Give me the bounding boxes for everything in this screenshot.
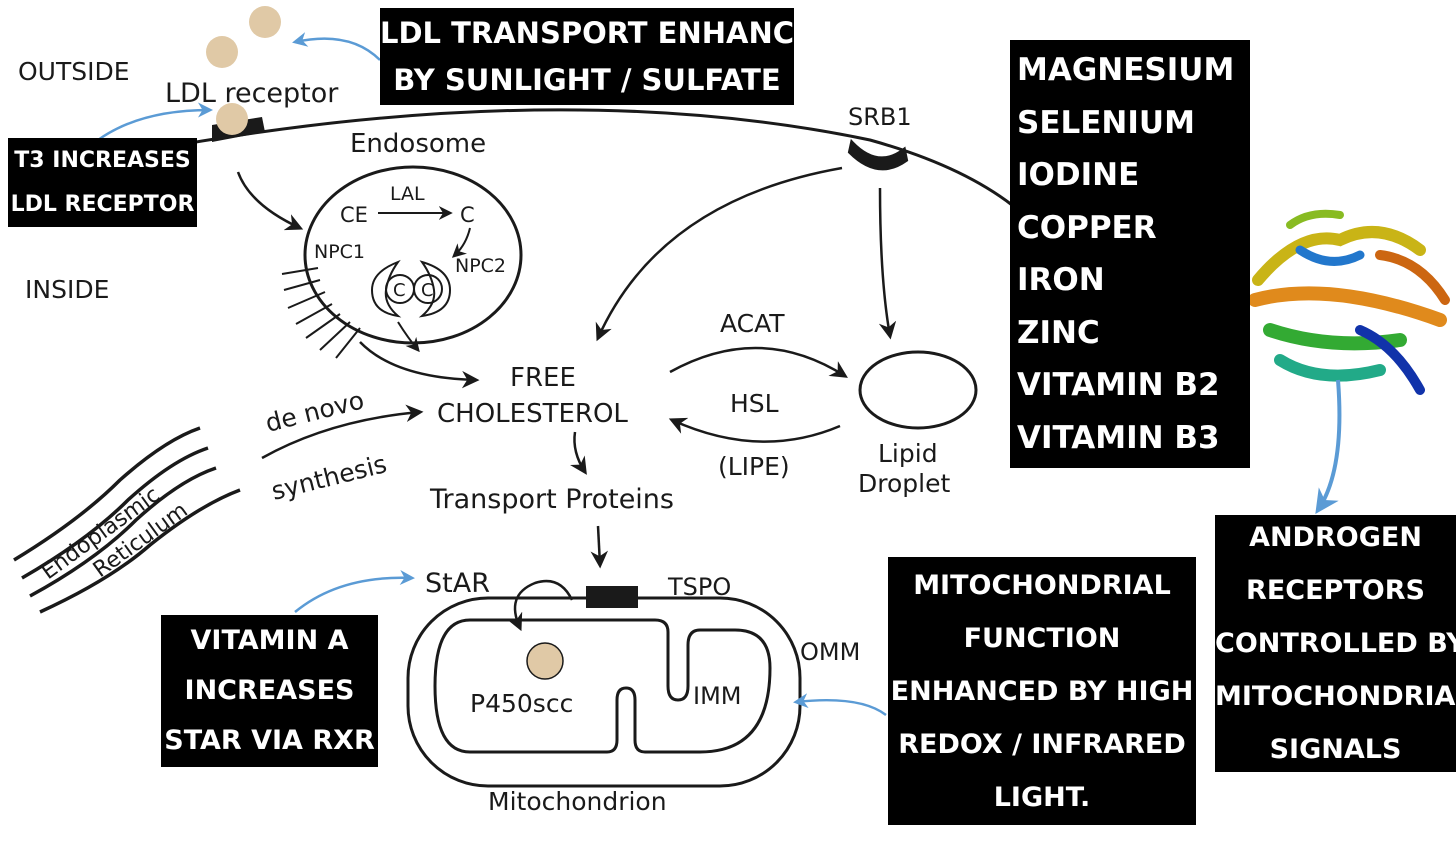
receptor-to-endosome-arrow [236, 171, 304, 231]
label-p450scc: P450scc [470, 689, 573, 718]
label-inside: INSIDE [25, 275, 109, 304]
star-arrow [506, 579, 574, 632]
label-lipe: (LIPE) [718, 452, 790, 481]
callout-ldl-transport-line-2: BY SUNLIGHT / SULFATE [393, 62, 781, 97]
callout-vitamin-a: VITAMIN A INCREASES STAR VIA RXR [161, 615, 378, 767]
callout-mitochondrial-line-5: LIGHT. [993, 781, 1091, 813]
c-to-npc2-arrow [451, 227, 471, 258]
callout-vitamin-a-line-3: STAR VIA RXR [164, 725, 375, 756]
ldl-particle-2 [206, 36, 238, 68]
label-outside: OUTSIDE [18, 57, 130, 86]
transport-to-tspo-arrow [590, 525, 609, 569]
label-transport-proteins: Transport Proteins [429, 484, 674, 515]
npc1-spikes [281, 267, 361, 359]
ldl-particle-3 [216, 103, 248, 135]
acat-arrow [669, 346, 848, 378]
callout-minerals-item: VITAMIN B3 [1017, 419, 1220, 456]
pointer-mitochondrial [793, 693, 887, 716]
label-de-novo: de novo [262, 385, 366, 437]
callout-t3-line-1: T3 INCREASES [14, 147, 191, 173]
label-srb1: SRB1 [848, 103, 912, 131]
label-lal: LAL [390, 183, 425, 205]
callout-minerals-item: MAGNESIUM [1017, 52, 1235, 88]
callout-mitochondrial-function: MITOCHONDRIAL FUNCTION ENHANCED BY HIGH … [888, 557, 1196, 825]
label-hsl: HSL [730, 389, 779, 418]
callout-minerals-item: SELENIUM [1017, 104, 1195, 141]
label-lipid: Lipid [878, 439, 938, 468]
pointer-vitamin-a [294, 570, 415, 613]
label-mitochondrion: Mitochondrion [488, 787, 667, 816]
endosome-to-free-cholesterol-arrow [359, 341, 480, 389]
label-droplet: Droplet [858, 469, 950, 498]
label-ce: CE [340, 203, 368, 227]
callout-minerals: MAGNESIUM SELENIUM IODINE COPPER IRON ZI… [1010, 40, 1250, 468]
srb1-to-lipid-droplet-arrow [878, 187, 897, 340]
label-endosome: Endosome [350, 129, 486, 159]
hsl-arrow [668, 417, 841, 443]
p450scc-enzyme [526, 642, 564, 680]
npc2-curl-right [418, 260, 452, 318]
label-omm: OMM [800, 638, 860, 666]
ldl-particle-1 [249, 6, 281, 38]
label-synthesis: synthesis [268, 449, 389, 506]
callout-vitamin-a-line-1: VITAMIN A [190, 625, 349, 656]
callout-androgen-line-2: RECEPTORS [1246, 575, 1425, 606]
callout-minerals-item: IODINE [1017, 157, 1140, 193]
label-free: FREE [510, 363, 576, 393]
label-c-inner-2: C [421, 280, 434, 301]
cholesterol-to-transport-arrow [570, 431, 587, 475]
callout-minerals-item: ZINC [1017, 314, 1100, 351]
callout-ldl-transport-line-1: LDL TRANSPORT ENHANCED [380, 15, 838, 50]
pointer-ldl-transport [292, 32, 381, 61]
lipid-droplet-shape [858, 350, 978, 430]
callout-androgen-line-3: CONTROLLED BY [1215, 628, 1456, 659]
endoplasmic-reticulum-shape [13, 426, 241, 614]
de-novo-synthesis-arrow [261, 404, 424, 460]
callout-androgen-line-5: SIGNALS [1269, 734, 1402, 765]
androgen-receptor-protein-illustration [1248, 209, 1450, 395]
label-imm: IMM [693, 682, 742, 710]
callout-androgen-line-4: MITOCHONDRIAL [1215, 681, 1456, 712]
label-tspo: TSPO [667, 573, 731, 601]
label-cholesterol: CHOLESTEROL [437, 399, 628, 429]
tspo-shape [586, 586, 638, 608]
npc2-to-npc1-arrow [397, 321, 420, 353]
label-npc2: NPC2 [455, 255, 506, 277]
mitochondrion-inner-membrane [433, 618, 772, 754]
srb1-to-free-cholesterol-arrow [595, 166, 843, 342]
callout-t3-line-2: LDL RECEPTOR [10, 191, 195, 217]
callout-vitamin-a-line-2: INCREASES [184, 675, 355, 706]
callout-minerals-item: VITAMIN B2 [1017, 367, 1220, 403]
label-c-inner-1: C [393, 280, 406, 301]
callout-mitochondrial-line-2: FUNCTION [963, 622, 1121, 654]
label-c: C [460, 203, 475, 227]
pointer-t3 [97, 102, 213, 142]
pointer-androgen [1315, 379, 1342, 514]
npc2-core-right [413, 274, 443, 304]
callout-minerals-item: IRON [1017, 262, 1105, 298]
callout-androgen-receptors: ANDROGEN RECEPTORS CONTROLLED BY MITOCHO… [1215, 515, 1456, 772]
callout-ldl-transport: LDL TRANSPORT ENHANCED BY SUNLIGHT / SUL… [380, 8, 838, 105]
callout-minerals-item: COPPER [1017, 209, 1157, 246]
label-star: StAR [425, 568, 490, 599]
callout-androgen-line-1: ANDROGEN [1249, 522, 1422, 553]
label-ldl-receptor: LDL receptor [165, 78, 339, 109]
callout-t3: T3 INCREASES LDL RECEPTOR [8, 138, 197, 227]
callout-mitochondrial-line-4: REDOX / INFRARED [898, 728, 1186, 760]
cell-membrane [149, 108, 1013, 207]
callout-mitochondrial-line-3: ENHANCED BY HIGH [890, 675, 1194, 707]
callout-mitochondrial-line-1: MITOCHONDRIAL [913, 569, 1171, 601]
label-npc1: NPC1 [314, 241, 365, 263]
srb1-receptor-shape [847, 138, 909, 171]
label-acat: ACAT [720, 309, 785, 338]
